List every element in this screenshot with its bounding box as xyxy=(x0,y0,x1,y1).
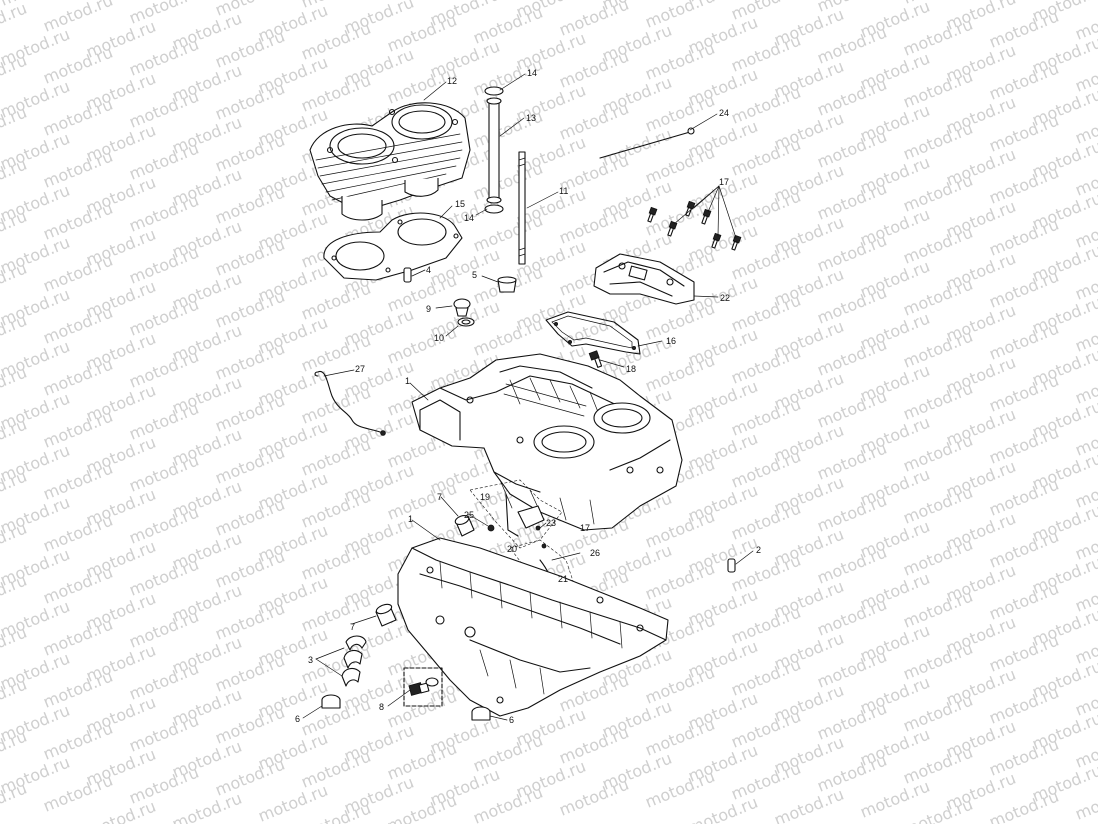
watermark-text: motod.ru xyxy=(0,675,30,720)
bearing-shells xyxy=(341,635,367,687)
callout-21: 21 xyxy=(558,574,568,584)
watermark-text: motod.ru xyxy=(0,155,30,200)
leader-lines xyxy=(302,73,754,721)
watermark-text: motod.ru xyxy=(0,415,30,460)
watermark-text: motod.ru xyxy=(0,207,30,252)
watermark-text: motod.ru xyxy=(83,797,158,824)
callout-6-left: 6 xyxy=(295,714,300,724)
watermark-text: motod.ru xyxy=(0,779,30,824)
callout-26: 26 xyxy=(590,548,600,558)
callout-13: 13 xyxy=(526,113,536,123)
watermark-text: motod.ru xyxy=(0,467,30,512)
watermark-text: motod.ru xyxy=(771,785,846,824)
breather-bolt xyxy=(588,350,603,368)
small-fasteners-upper xyxy=(403,267,517,327)
callout-20: 20 xyxy=(507,544,517,554)
callout-18: 18 xyxy=(626,364,636,374)
callout-14-bottom: 14 xyxy=(464,213,474,223)
callout-2: 2 xyxy=(756,545,761,555)
watermark-text: motod.ru xyxy=(0,0,30,44)
callout-17-mid: 17 xyxy=(580,523,590,533)
callout-7-lower: 7 xyxy=(350,622,355,632)
callout-4: 4 xyxy=(426,265,431,275)
callout-labels: 12 14 13 14 11 24 17 15 4 5 9 10 22 16 1… xyxy=(295,68,761,725)
callout-8: 8 xyxy=(379,702,384,712)
lower-crankcase xyxy=(397,537,669,717)
callout-11: 11 xyxy=(559,186,568,196)
callout-24: 24 xyxy=(719,108,729,118)
bush-upper xyxy=(454,514,475,537)
watermark-text: motod.ru xyxy=(0,363,30,408)
callout-23: 23 xyxy=(546,518,556,528)
callout-16: 16 xyxy=(666,336,676,346)
cylinder-base-gasket xyxy=(323,212,463,281)
callout-1-upper: 1 xyxy=(405,376,410,386)
watermark-text: motod.ru xyxy=(169,789,244,824)
callout-22: 22 xyxy=(720,293,730,303)
callout-12: 12 xyxy=(447,76,457,86)
breather-gasket xyxy=(545,311,641,355)
watermark-text: motod.ru xyxy=(685,793,760,824)
callout-6-right: 6 xyxy=(509,715,514,725)
callout-25: 25 xyxy=(464,510,474,520)
callout-1-lower: 1 xyxy=(408,514,413,524)
watermark-text: motod.ru xyxy=(0,311,30,356)
bush-lower xyxy=(375,603,397,627)
watermark-text: motod.ru xyxy=(0,519,30,564)
callout-27: 27 xyxy=(355,364,365,374)
drain-plug-assembly xyxy=(403,667,443,707)
watermark-text: motod.ru xyxy=(0,51,30,96)
breather-cover xyxy=(593,253,695,305)
callout-9: 9 xyxy=(426,304,431,314)
callout-5: 5 xyxy=(472,270,477,280)
callout-7-upper: 7 xyxy=(437,492,442,502)
watermark-text: motod.ru xyxy=(0,623,30,668)
watermark-text: motod.ru xyxy=(0,103,30,148)
oil-feed-pipe xyxy=(599,127,695,159)
callout-15: 15 xyxy=(455,199,465,209)
callout-3: 3 xyxy=(308,655,313,665)
sump-plug-right xyxy=(471,706,491,721)
watermark-text: motod.ru xyxy=(0,259,30,304)
dowel-pin xyxy=(727,558,736,573)
sump-plug-left xyxy=(321,694,341,709)
callout-17-top: 17 xyxy=(719,177,729,187)
pushrod-tube xyxy=(484,86,504,214)
callout-19: 19 xyxy=(480,492,490,502)
breather-pipe xyxy=(314,370,386,436)
breather-cover-bolts xyxy=(647,200,742,251)
cylinder-block xyxy=(309,102,471,221)
callout-14-top: 14 xyxy=(527,68,537,78)
plug-small xyxy=(487,524,495,532)
callout-10: 10 xyxy=(434,333,444,343)
watermark-text: motod.ru xyxy=(0,727,30,772)
watermark-text: motod.ru xyxy=(0,571,30,616)
upper-crankcase xyxy=(411,353,683,531)
cylinder-stud xyxy=(518,151,526,265)
